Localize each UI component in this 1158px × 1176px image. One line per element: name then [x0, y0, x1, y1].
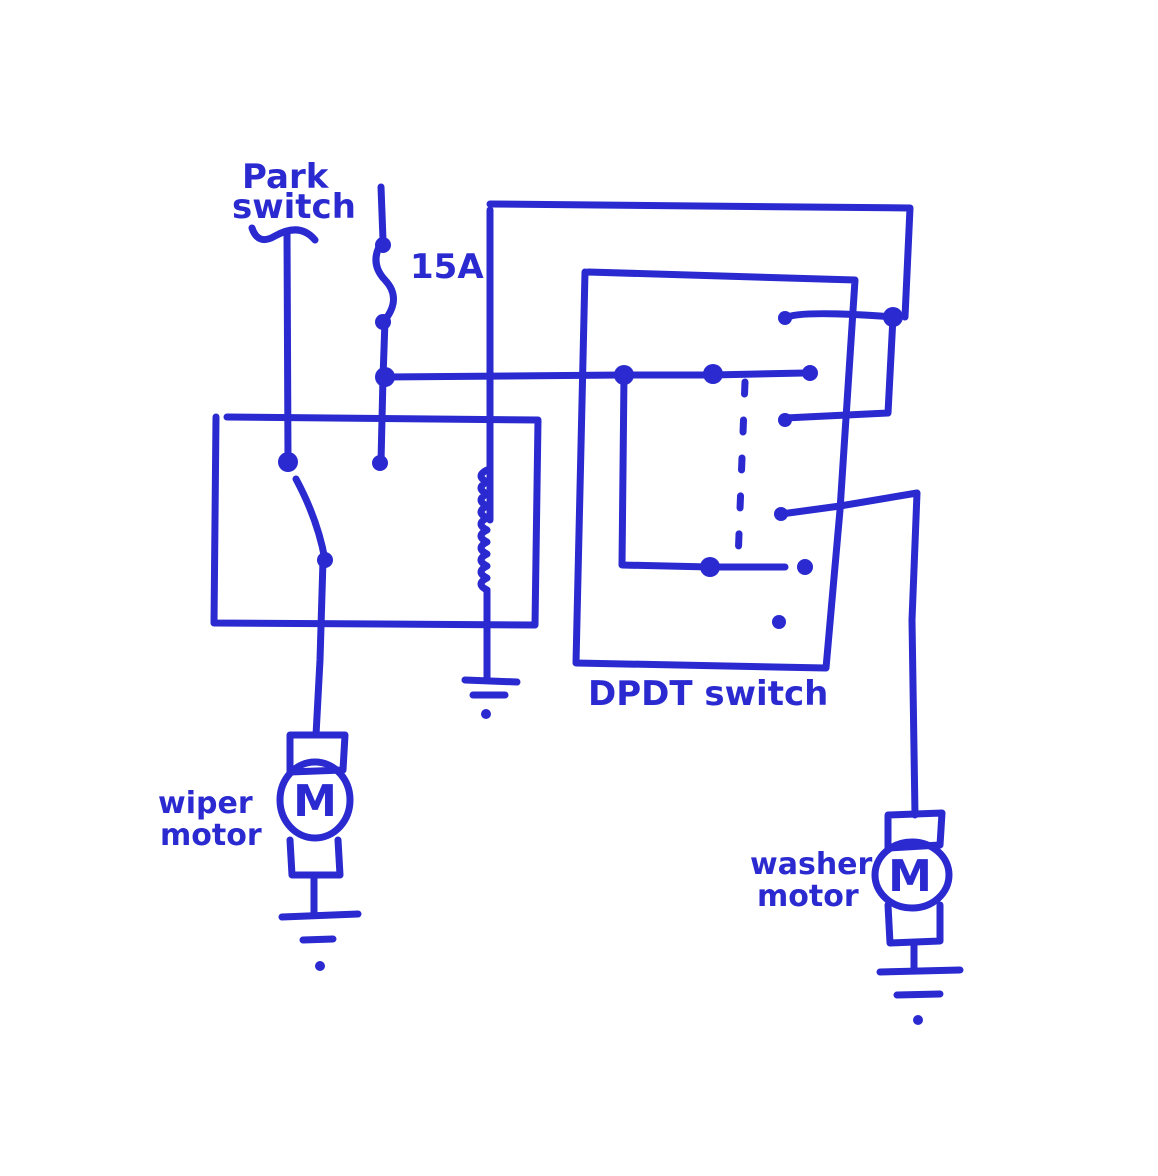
washer-motor-label-line2: motor	[757, 879, 859, 914]
ground-wiper-icon	[315, 961, 325, 971]
power-bus-wire	[381, 369, 809, 381]
dpdt-pole1	[703, 364, 723, 384]
dpdt-switch-label: DPDT switch	[588, 674, 828, 714]
park-switch-wire	[283, 228, 292, 464]
washer-motor-feed-wire	[777, 489, 921, 819]
dpdt-pole2-throw-mid	[797, 559, 813, 575]
wiper-motor-symbol: M	[293, 776, 337, 827]
fuse-label: 15A	[410, 247, 484, 287]
dpdt-pole1-throw-bottom	[778, 413, 792, 427]
park-switch-symbol	[248, 224, 319, 244]
wiper-motor-circle	[276, 758, 354, 842]
dpdt-switch-box	[572, 268, 859, 672]
relay-armature	[292, 475, 329, 564]
dpdt-right-junction	[883, 307, 903, 327]
wiper-motor-brush-top	[286, 731, 349, 776]
wiper-motor-label-line2: motor	[160, 818, 262, 853]
washer-motor-symbol: M	[888, 851, 932, 902]
dpdt-mechanical-link	[734, 378, 749, 564]
relay-coil-icon	[477, 466, 491, 594]
wiper-motor-brush-bottom	[286, 836, 344, 879]
dpdt-pole2	[700, 557, 720, 577]
dpdt-pole1-throw-top	[778, 311, 792, 325]
washer-motor-label-line1: washer	[750, 847, 873, 882]
ground-wiper-bar1	[278, 910, 362, 921]
ground-relay-icon	[481, 709, 491, 719]
dpdt-pole2-throw-bottom	[772, 615, 786, 629]
relay-contact-common	[278, 452, 298, 472]
ground-wiper-bar2	[299, 935, 337, 944]
ground-washer-bar2	[893, 990, 944, 999]
dpdt-upper-contact-wire	[781, 310, 897, 322]
dpdt-loop-right-wire	[781, 313, 897, 422]
fuse-symbol	[372, 183, 397, 382]
washer-motor-circle	[871, 838, 953, 912]
dpdt-pole2-wire	[618, 371, 789, 571]
fuse-terminal-top	[375, 237, 391, 253]
ground-relay-bar1	[461, 676, 521, 686]
dpdt-pole1-throw-mid	[802, 365, 818, 381]
wiper-motor-feed-wire	[312, 556, 327, 739]
park-switch-label-line1: Park	[242, 157, 330, 197]
relay-box	[210, 413, 542, 629]
coil-loop-top-wire	[486, 200, 914, 321]
wiper-motor-label-line1: wiper	[158, 786, 253, 821]
ground-washer-bar1	[876, 966, 964, 976]
ground-washer-icon	[913, 1015, 923, 1025]
relay-contact-no	[372, 455, 388, 471]
washer-motor-brush-top	[884, 809, 946, 852]
fuse-terminal-bottom	[375, 314, 391, 330]
park-switch-label-line2: switch	[232, 187, 356, 227]
